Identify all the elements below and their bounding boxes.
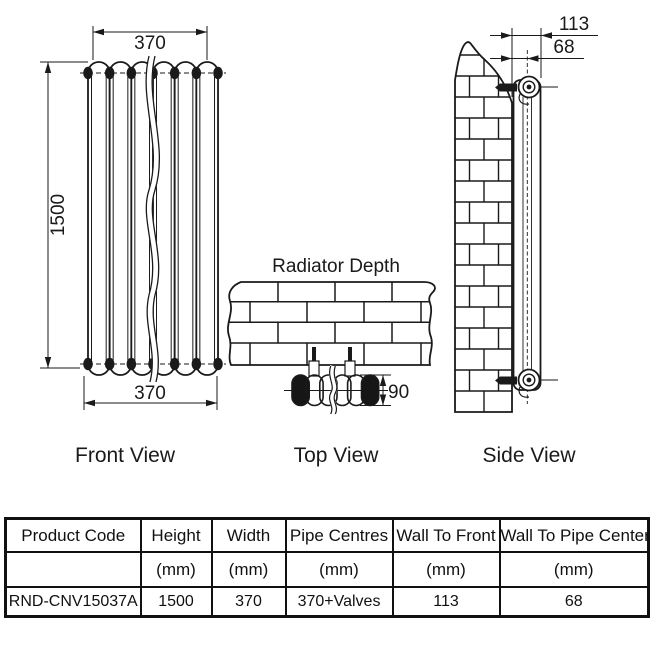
dimension-depth: 90 <box>360 374 409 406</box>
height-value: 1500 <box>139 586 213 618</box>
wall-brackets-top-view <box>308 347 356 377</box>
side-view-label: Side View <box>482 444 576 467</box>
header-junction <box>213 357 223 371</box>
header-junction <box>83 357 93 371</box>
table-units-row: (mm) (mm) (mm) (mm) (mm) <box>4 551 650 588</box>
front-view: 370 1500 370 Front View <box>40 26 226 467</box>
units-cell: (mm) <box>210 551 287 588</box>
top-view: Radiator Depth 90 Top View <box>227 256 436 467</box>
front-view-label: Front View <box>75 444 176 467</box>
table-data-row: RND-CNV15037A 1500 370 370+Valves 113 68 <box>4 586 650 618</box>
spec-table: Product Code Height Width Pipe Centres W… <box>4 517 650 618</box>
wall-bracket <box>495 75 558 105</box>
wall-outline-top <box>227 281 436 366</box>
width-value: 370 <box>210 586 287 618</box>
side-view: 113 68 Side View <box>454 14 598 467</box>
units-cell: (mm) <box>391 551 501 588</box>
product-code-value: RND-CNV15037A <box>4 586 142 618</box>
radiator-column-top <box>305 374 324 407</box>
header-junction <box>104 357 115 371</box>
technical-drawing: 370 1500 370 Front View Radiator Depth <box>40 14 598 467</box>
dimension-width-bottom: 370 <box>83 376 218 410</box>
dimension-width-top: 370 <box>92 26 208 60</box>
radiator-columns-top-view <box>291 374 380 407</box>
header-junction <box>191 66 202 80</box>
col-header-pipe-centres: Pipe Centres <box>284 517 394 553</box>
dim-wall-to-front-value: 113 <box>559 14 589 35</box>
top-view-label: Top View <box>294 444 380 467</box>
dim-width-bottom-value: 370 <box>134 383 166 404</box>
col-header-wall-to-pipe-center: Wall To Pipe Center <box>498 517 650 553</box>
header-junction <box>126 66 137 80</box>
radiator-column-top <box>360 374 380 407</box>
units-cell: (mm) <box>139 551 213 588</box>
wall-to-front-value: 113 <box>391 586 501 618</box>
dimension-height: 1500 <box>40 61 88 369</box>
wall-to-pipe-center-value: 68 <box>498 586 650 618</box>
header-junction <box>169 66 180 80</box>
header-junction <box>83 66 93 80</box>
col-header-wall-to-front: Wall To Front <box>391 517 501 553</box>
radiator-column <box>195 61 219 376</box>
dim-width-top-value: 370 <box>134 33 166 54</box>
radiator-depth-title: Radiator Depth <box>272 256 400 277</box>
header-junction <box>169 357 180 371</box>
header-junction <box>104 66 115 80</box>
pipe-centres-value: 370+Valves <box>284 586 394 618</box>
radiator-columns <box>87 61 219 376</box>
dimension-wall-to-pipe-center: 68 <box>490 37 584 62</box>
units-cell: (mm) <box>284 551 394 588</box>
header-junction <box>191 357 202 371</box>
col-header-height: Height <box>139 517 213 553</box>
dimension-wall-to-front: 113 <box>490 14 598 39</box>
column-junctions <box>83 66 223 371</box>
wall-outline-side <box>454 41 513 413</box>
col-header-product-code: Product Code <box>4 517 142 553</box>
header-junction <box>126 357 137 371</box>
col-header-width: Width <box>210 517 287 553</box>
units-cell <box>4 551 142 588</box>
radiator-column-top <box>291 374 311 407</box>
dim-wall-to-pipe-value: 68 <box>553 37 574 58</box>
dim-depth-value: 90 <box>388 382 409 403</box>
break-line-top-view <box>328 365 338 416</box>
break-line <box>145 55 161 383</box>
units-cell: (mm) <box>498 551 650 588</box>
wall-top-view <box>227 282 435 365</box>
table-header-row: Product Code Height Width Pipe Centres W… <box>4 517 650 553</box>
header-junction <box>213 66 223 80</box>
brick-pattern-top <box>227 282 435 365</box>
dim-height-value: 1500 <box>48 194 69 236</box>
brick-pattern-side <box>455 54 512 412</box>
